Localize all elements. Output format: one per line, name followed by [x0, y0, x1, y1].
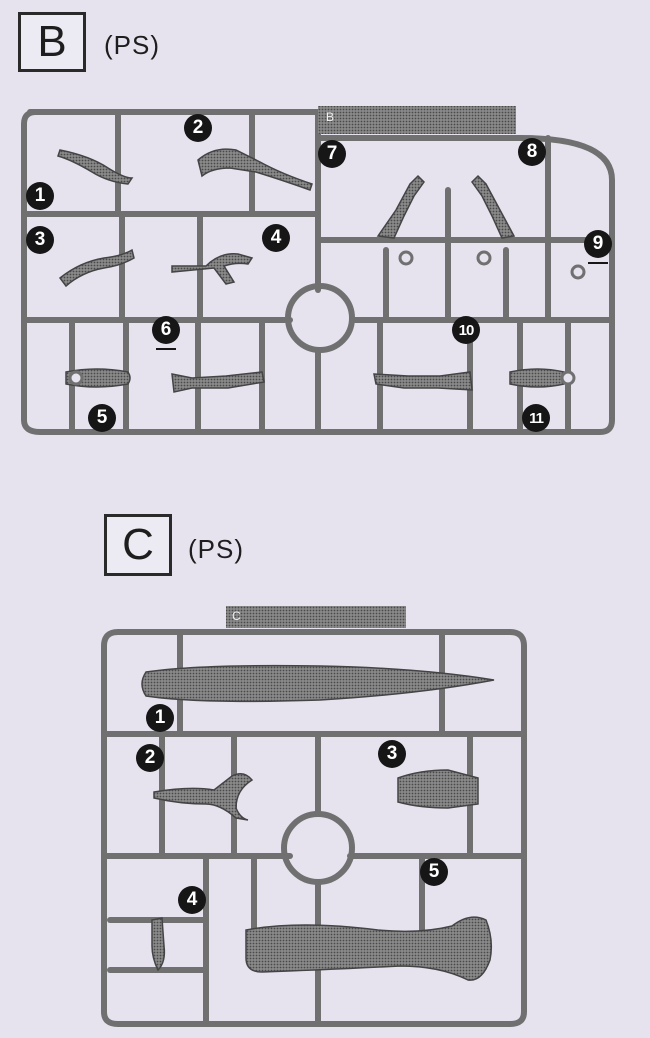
sprue-c-tab: [226, 606, 406, 628]
part-b1: [57, 149, 134, 185]
part-number-badge: 11: [522, 404, 550, 432]
sprue-b-material: (PS): [104, 30, 160, 60]
part-number-badge: 1: [26, 182, 54, 210]
part-number-badge: 5: [420, 858, 448, 886]
part-number-badge: 4: [262, 224, 290, 252]
part-c1: [141, 664, 495, 703]
part-c2: [153, 773, 254, 821]
sprue-c-tab-label: C: [232, 609, 241, 623]
part-c5: [245, 916, 493, 981]
sprue-c-material: (PS): [188, 534, 244, 564]
sprue-b-tab-label: B: [326, 110, 335, 124]
sprue-b-label-box: B: [18, 12, 86, 72]
sprue-b-letter: B: [37, 17, 67, 66]
part-c4: [151, 917, 166, 972]
part-b10: [471, 174, 516, 239]
sprue-b-tab: [318, 106, 516, 134]
sprue-b-hub-ring: [285, 283, 355, 353]
part-b4: [171, 253, 254, 285]
part-b2: [197, 148, 313, 191]
part-number-badge: 2: [184, 114, 212, 142]
part-b6: [171, 371, 265, 393]
part-number-badge: 10: [452, 316, 480, 344]
part-c3: [397, 769, 479, 809]
part-number-badge: 8: [518, 138, 546, 166]
part-number-badge: 5: [88, 404, 116, 432]
part-number-badge: 4: [178, 886, 206, 914]
part-number-badge: 3: [378, 740, 406, 768]
part-number-badge: 2: [136, 744, 164, 772]
part-number-badge: 9: [584, 230, 612, 264]
part-b7: [373, 371, 473, 391]
sprue-c-label-box: C: [104, 514, 172, 576]
sprue-c-letter: C: [122, 520, 154, 569]
sprue-c-frame: [101, 629, 527, 1027]
part-b9: [376, 174, 425, 239]
sprue-c-hub-ring: [281, 811, 355, 885]
part-number-badge: 1: [146, 704, 174, 732]
part-b3: [58, 248, 135, 288]
part-number-badge: 7: [318, 140, 346, 168]
part-number-badge: 3: [26, 226, 54, 254]
part-number-badge: 6: [152, 316, 180, 350]
